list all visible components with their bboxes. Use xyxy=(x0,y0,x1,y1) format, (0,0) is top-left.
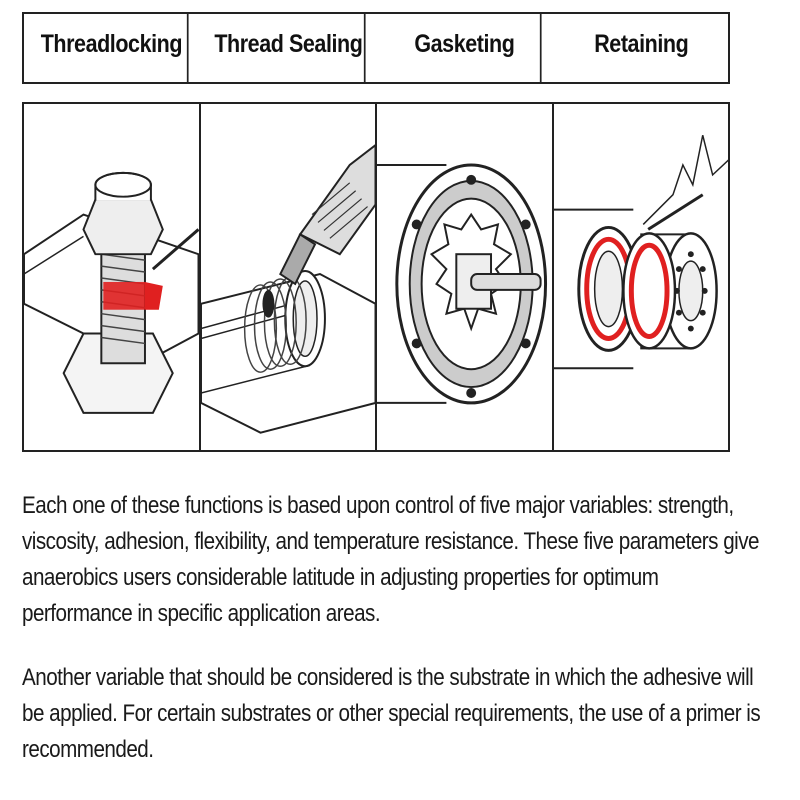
header-threadlocking: Threadlocking xyxy=(36,14,189,82)
thread-sealing-illustration xyxy=(200,104,377,450)
retaining-illustration xyxy=(553,104,728,450)
header-gasketing: Gasketing xyxy=(389,14,542,82)
threadlocking-illustration xyxy=(24,104,201,450)
bearing-shaft-icon xyxy=(553,135,728,370)
function-header-row: Threadlocking Thread Sealing Gasketing R… xyxy=(22,12,730,84)
pipe-fitting-icon xyxy=(200,143,375,434)
bolt-nut-icon xyxy=(24,171,199,414)
body-paragraph-1: Each one of these functions is based upo… xyxy=(22,492,760,627)
gasketing-illustration xyxy=(377,104,554,450)
header-retaining: Retaining xyxy=(593,30,689,58)
illustration-row xyxy=(22,102,730,452)
body-paragraph-2: Another variable that should be consider… xyxy=(22,664,761,763)
flange-gasket-icon xyxy=(377,163,548,405)
header-thread-sealing: Thread Sealing xyxy=(213,14,365,82)
